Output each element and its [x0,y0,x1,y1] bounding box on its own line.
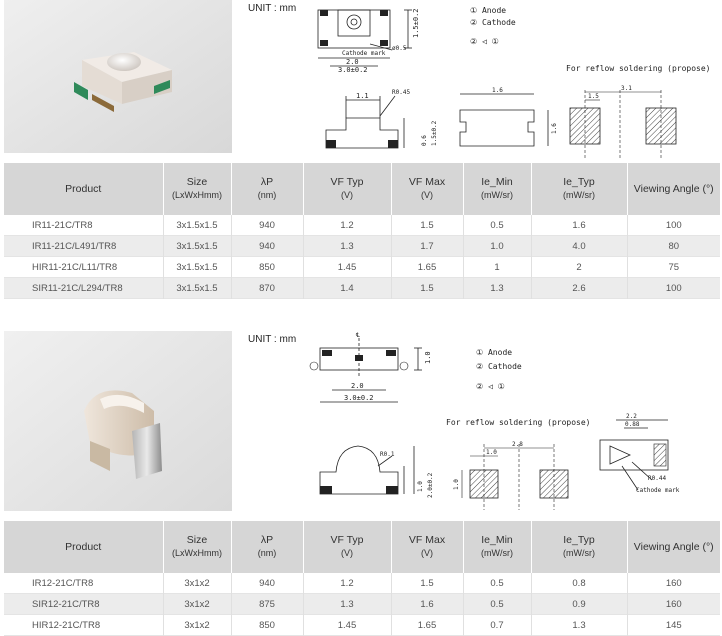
product-photo-ir12 [4,331,232,511]
spec-table-ir11: Product Size(LxWxHmm) λP(nm) VF Typ(V) V… [4,163,720,299]
dim-end-width: 1.6 [492,87,503,94]
legend-anode: ① Anode [470,6,506,15]
legend-symbol-2: ② ◁ ① [476,382,505,391]
col-angle: Viewing Angle (°) [627,163,720,215]
dim-width-2: 2.0 [351,382,364,390]
dim-side-top: 1.1 [356,92,369,100]
col-lambda-2: λP(nm) [231,521,304,573]
unit-label-2: UNIT : mm [248,334,297,345]
col-size: Size(LxWxHmm) [163,163,232,215]
col-angle-2: Viewing Angle (°) [627,521,720,573]
col-lambda: λP(nm) [231,163,304,215]
col-vf-typ: VF Typ(V) [303,163,392,215]
dim-side-h1-2: 1.0 [417,481,424,492]
col-product: Product [4,163,164,215]
cathode-mark-label-2: Cathode mark [636,487,680,494]
legend-symbol: ② ◁ ① [470,37,499,46]
dim-end-w2: 0.88 [625,421,640,428]
dim-overall: 3.0±0.2 [338,66,368,74]
dim-side-h2: 1.5±0.2 [431,120,438,146]
dim-overall-2: 3.0±0.2 [344,394,374,402]
spec-table-ir12: Product Size(LxWxHmm) λP(nm) VF Typ(V) V… [4,521,720,636]
dim-pad-2: 1.0 [486,449,497,456]
col-ie-min: Ie_Min(mW/sr) [463,163,532,215]
legend-cathode: ② Cathode [470,18,516,27]
dim-height: 1.5±0.2 [412,8,420,38]
col-size-2: Size(LxWxHmm) [163,521,232,573]
dim-side-h1: 0.6 [421,135,428,146]
col-product-2: Product [4,521,164,573]
dim-end-radius: R0.44 [648,475,666,482]
dim-side-radius-2: R0.1 [380,451,395,458]
dim-width: 2.0 [346,58,359,66]
col-vf-max: VF Max(V) [391,163,464,215]
dim-hole: ø0.5 [392,45,407,52]
dim-pad: 1.5 [588,93,599,100]
dim-end-w1: 2.2 [626,413,637,420]
legend-anode-2: ① Anode [476,348,512,357]
dim-cl: ℄ [355,332,360,339]
dim-pad-pitch: 3.1 [621,85,632,92]
col-vf-max-2: VF Max(V) [391,521,464,573]
col-ie-typ: Ie_Typ(mW/sr) [531,163,628,215]
dim-end-height: 1.6 [551,123,558,134]
unit-label: UNIT : mm [248,3,297,14]
dim-height-2: 1.0 [424,351,432,364]
reflow-title: For reflow soldering (propose) [566,64,711,73]
product-photo-ir11 [4,0,232,153]
reflow-title-2: For reflow soldering (propose) [446,418,591,427]
cathode-mark-label: Cathode mark [342,50,386,57]
dim-pad-pitch-2: 2.8 [512,441,523,448]
legend-cathode-2: ② Cathode [476,362,522,371]
dim-pad-height-2: 1.0 [453,479,460,490]
col-ie-typ-2: Ie_Typ(mW/sr) [531,521,628,573]
package-drawing-ir11: Cathode mark 2.0 3.0±0.2 ø0.5 1.5±0.2 ① … [317,6,711,160]
dim-side-radius: R0.45 [392,89,410,96]
col-vf-typ-2: VF Typ(V) [303,521,392,573]
col-ie-min-2: Ie_Min(mW/sr) [463,521,532,573]
dim-side-h2-2: 2.0±0.2 [427,472,434,498]
